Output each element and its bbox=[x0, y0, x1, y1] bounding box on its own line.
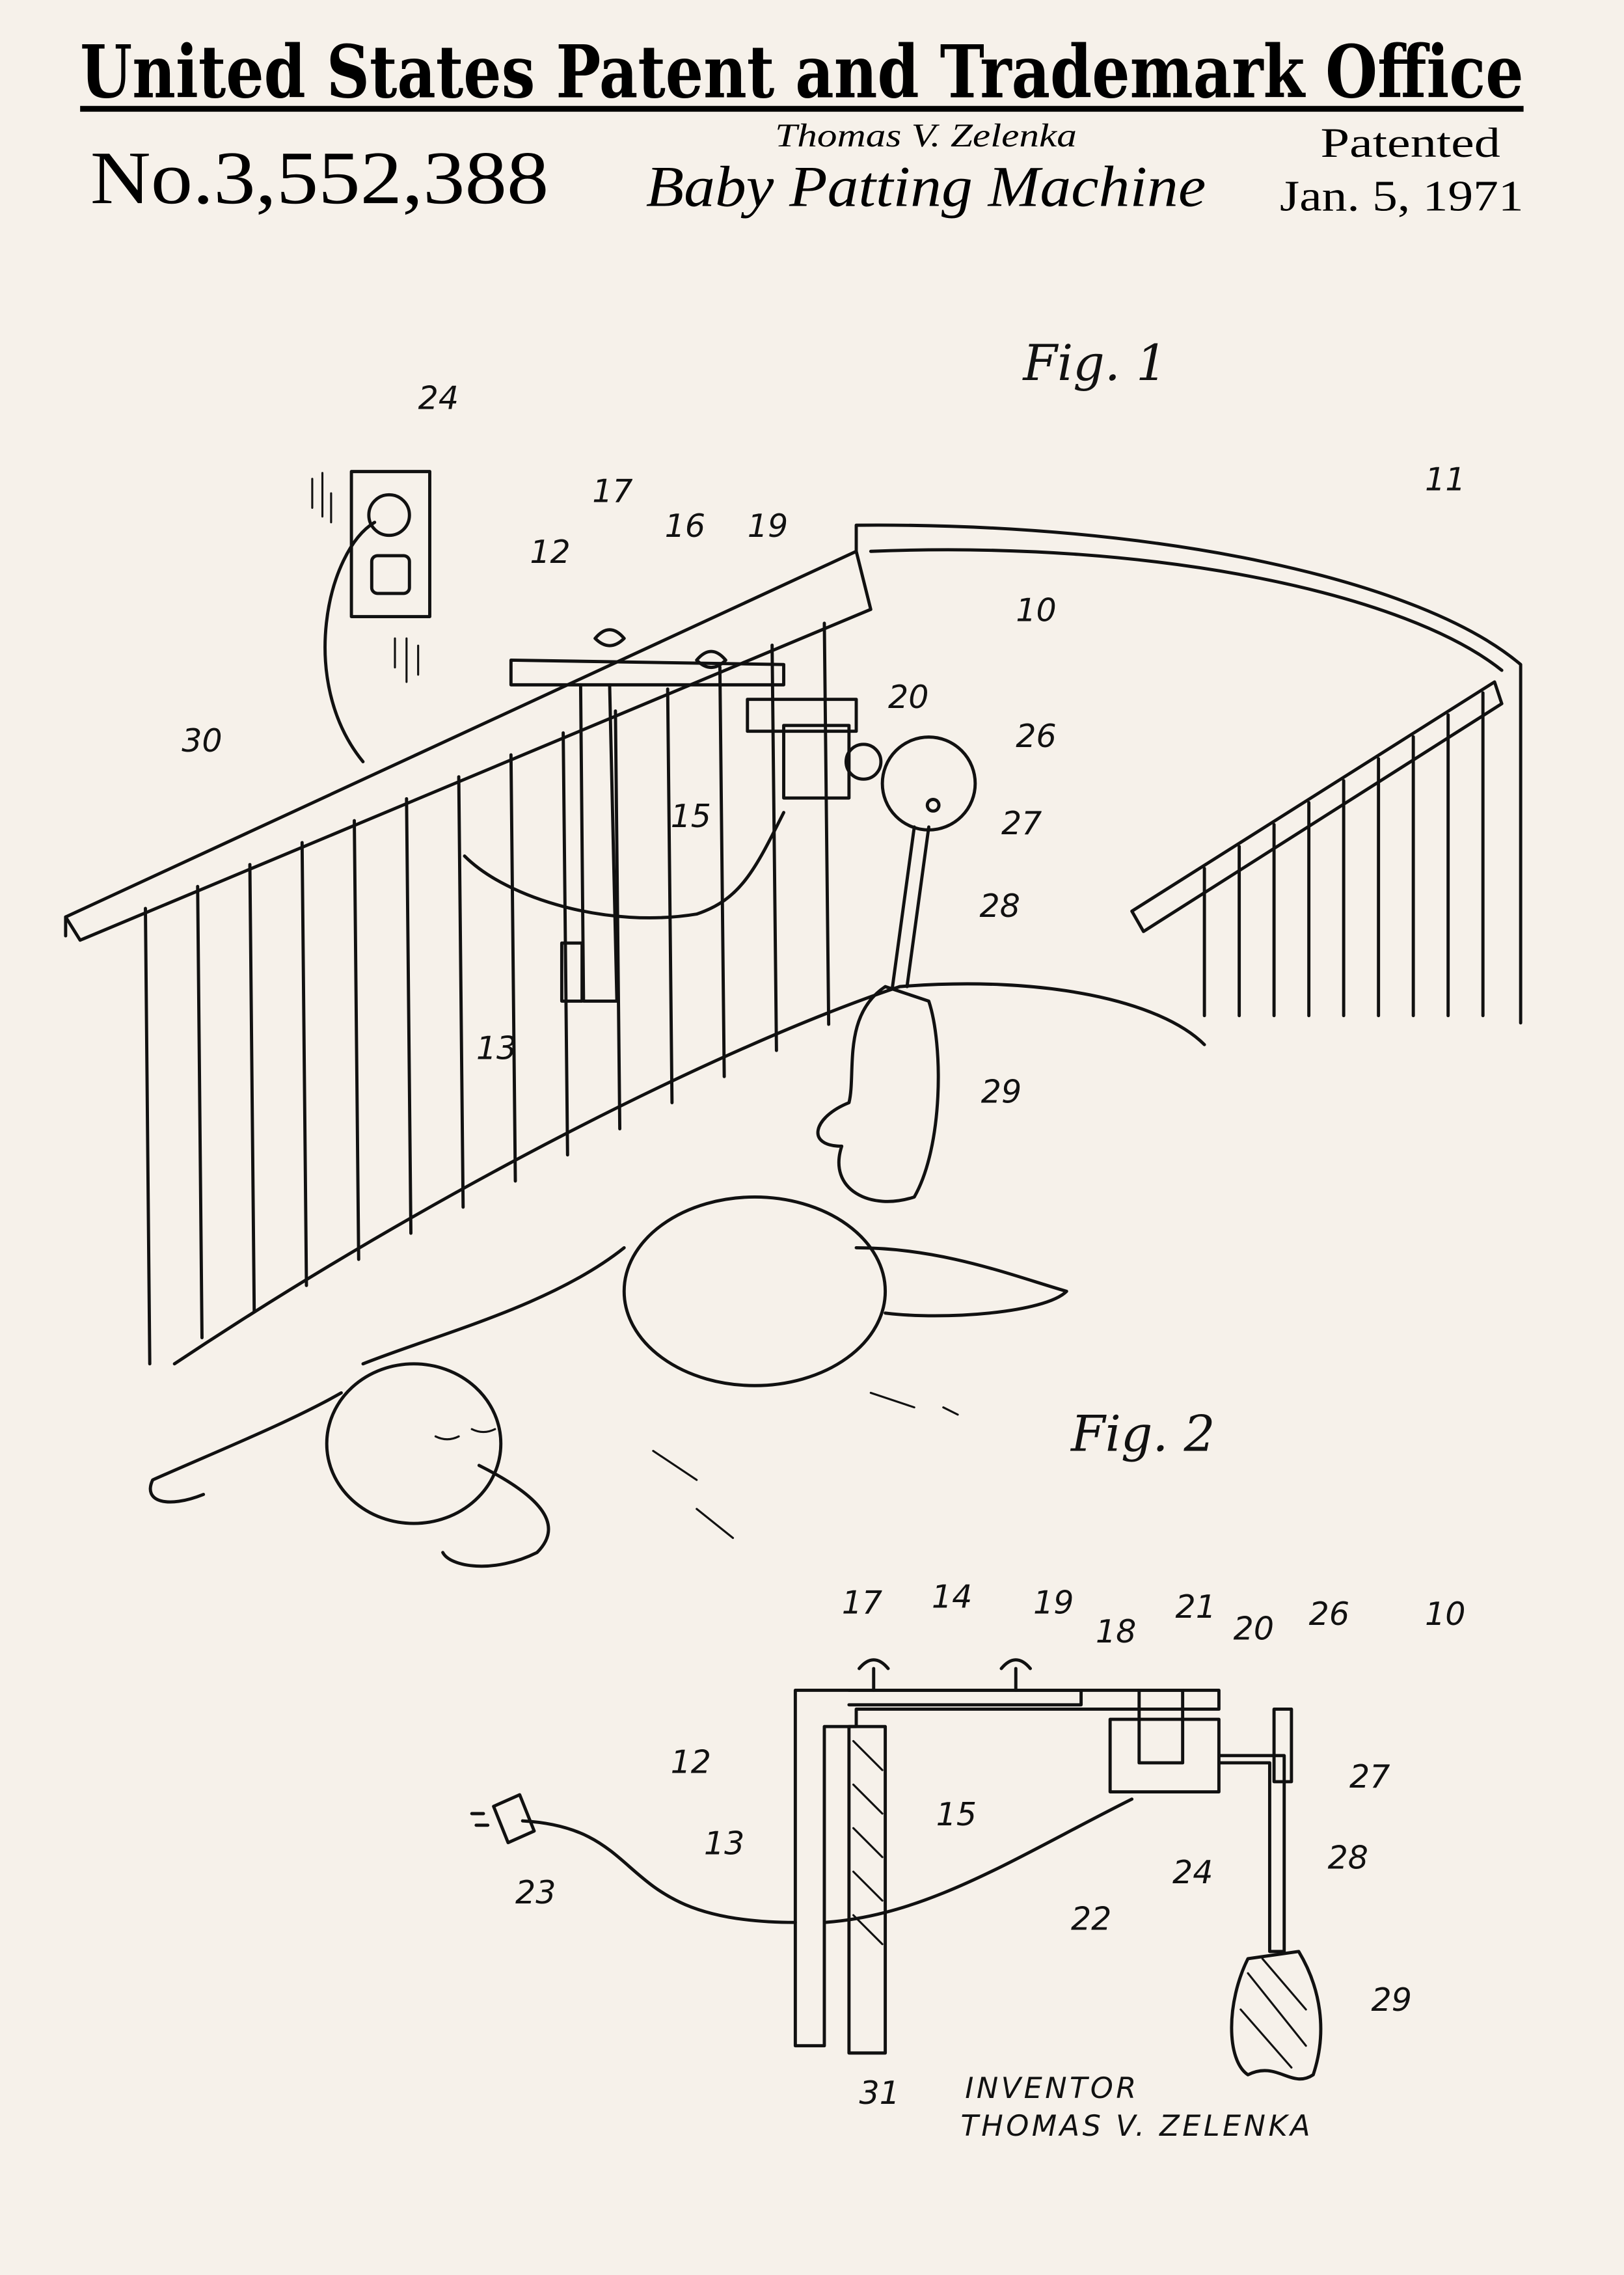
inventor-signature: INVENTOR THOMAS V. ZELENKA bbox=[961, 2071, 1314, 2143]
crib-slat bbox=[144, 906, 152, 1366]
crib-slat bbox=[353, 819, 360, 1261]
ref-26: 26 bbox=[1309, 1595, 1349, 1633]
invention-title: Baby Patting Machine bbox=[646, 156, 1206, 219]
office-title: United States Patent and Trademark Offic… bbox=[80, 29, 1523, 115]
ref-27: 27 bbox=[1001, 804, 1042, 842]
ref-10: 10 bbox=[1425, 1595, 1465, 1633]
ref-24: 24 bbox=[1172, 1853, 1213, 1891]
ref-20: 20 bbox=[1234, 1609, 1274, 1647]
ref-19: 19 bbox=[748, 507, 788, 545]
inventor-label: INVENTOR bbox=[965, 2071, 1139, 2105]
ref-12: 12 bbox=[671, 1743, 711, 1781]
ref-15: 15 bbox=[671, 797, 711, 835]
inventor-name: Thomas V. Zelenka bbox=[775, 117, 1077, 154]
crib-slats bbox=[144, 621, 1485, 1366]
patent-date: Jan. 5, 1971 bbox=[1280, 172, 1524, 220]
crib-slat bbox=[405, 797, 413, 1235]
ref-13: 13 bbox=[476, 1029, 517, 1067]
crib bbox=[64, 523, 1522, 1366]
ref-28: 28 bbox=[1328, 1839, 1368, 1877]
figure-2-title: Fig. 2 bbox=[1070, 1406, 1215, 1463]
figure-2-drawing: Fig. 2 bbox=[470, 1406, 1323, 2081]
crib-slat bbox=[248, 863, 256, 1314]
ref-28: 28 bbox=[980, 887, 1020, 925]
patented-label: Patented bbox=[1320, 119, 1500, 166]
figure-1-drawing: Fig. 1 bbox=[64, 334, 1522, 1568]
crib-slat bbox=[770, 643, 778, 1052]
ref-14: 14 bbox=[932, 1577, 972, 1615]
ref-11: 11 bbox=[1425, 461, 1465, 498]
ref-31: 31 bbox=[859, 2074, 899, 2112]
ref-18: 18 bbox=[1096, 1613, 1136, 1650]
reference-numerals: 24 17 16 19 12 10 11 20 26 27 30 15 28 1… bbox=[182, 379, 1465, 2112]
ref-27: 27 bbox=[1349, 1758, 1390, 1795]
ref-16: 16 bbox=[665, 507, 705, 545]
ref-17: 17 bbox=[592, 472, 632, 510]
ref-10: 10 bbox=[1016, 591, 1056, 629]
ref-24: 24 bbox=[418, 379, 459, 417]
header: United States Patent and Trademark Offic… bbox=[80, 29, 1524, 220]
ref-12: 12 bbox=[530, 533, 570, 571]
crib-slat bbox=[457, 775, 465, 1209]
sleeping-baby bbox=[148, 1195, 1068, 1568]
ref-17: 17 bbox=[842, 1583, 882, 1621]
ref-30: 30 bbox=[182, 722, 222, 759]
header-rule bbox=[80, 105, 1524, 112]
crib-slat bbox=[300, 841, 308, 1287]
crib-slat bbox=[509, 753, 517, 1183]
crib-slat bbox=[196, 884, 204, 1340]
ref-29: 29 bbox=[1372, 1981, 1412, 2019]
patting-machine bbox=[463, 628, 977, 1203]
ref-13: 13 bbox=[704, 1824, 744, 1862]
ref-29: 29 bbox=[981, 1072, 1022, 1110]
ref-20: 20 bbox=[888, 678, 928, 716]
crib-slat bbox=[822, 621, 831, 1026]
crib-slat bbox=[666, 687, 674, 1104]
ref-22: 22 bbox=[1071, 1900, 1111, 1937]
ref-26: 26 bbox=[1016, 717, 1056, 755]
inventor-signature-name: THOMAS V. ZELENKA bbox=[961, 2109, 1314, 2143]
figure-1-title: Fig. 1 bbox=[1022, 334, 1167, 392]
crib-slat bbox=[614, 709, 622, 1131]
crib-slat bbox=[718, 665, 726, 1078]
ref-19: 19 bbox=[1033, 1583, 1074, 1621]
ref-15: 15 bbox=[936, 1795, 977, 1833]
ref-23: 23 bbox=[515, 1873, 556, 1911]
wall-outlet bbox=[311, 470, 431, 763]
patent-number: No.3,552,388 bbox=[90, 137, 549, 220]
ref-21: 21 bbox=[1176, 1588, 1216, 1626]
